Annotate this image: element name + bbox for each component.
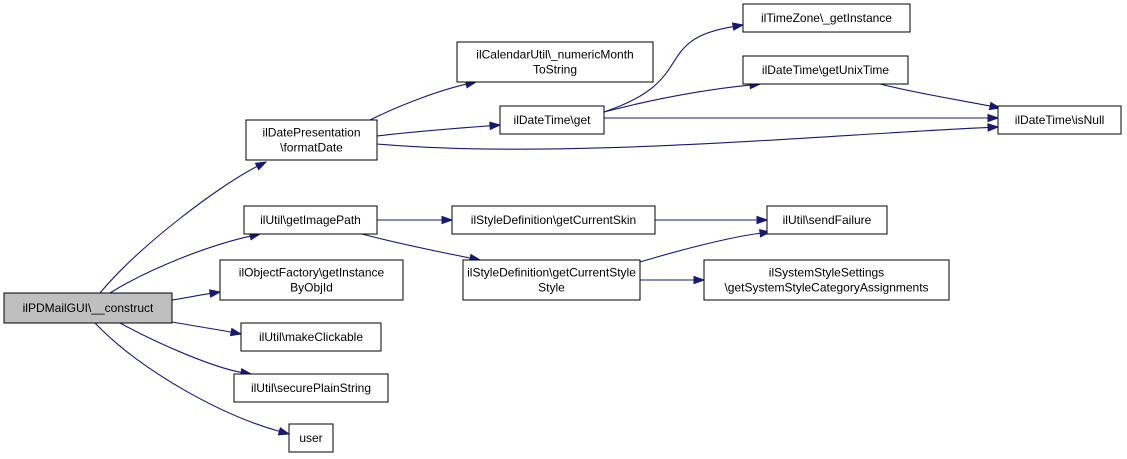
node-label: user xyxy=(299,431,322,445)
node-getUnixTime[interactable]: ilDateTime\getUnixTime xyxy=(742,55,909,85)
arrow-head-icon xyxy=(756,215,769,225)
arrow-head-icon xyxy=(988,101,1002,111)
node-label: ilPDMailGUI\__construct xyxy=(23,301,154,315)
node-box xyxy=(456,41,654,83)
node-box xyxy=(742,55,909,85)
node-label: \getSystemStyleCategoryAssignments xyxy=(724,281,928,295)
arrow-head-icon xyxy=(731,22,745,31)
node-box xyxy=(3,292,173,324)
edge-getCurrentSkin-to-sendFailure xyxy=(655,215,769,225)
node-label: ToString xyxy=(533,63,577,77)
arrow-head-icon xyxy=(693,275,706,285)
node-user[interactable]: user xyxy=(288,423,334,453)
arrow-head-icon xyxy=(987,113,1000,123)
edge-line xyxy=(879,83,992,107)
edge-line xyxy=(603,84,752,113)
edge-line xyxy=(376,125,492,137)
node-getImagePath[interactable]: ilUtil\getImagePath xyxy=(243,205,378,235)
node-label: ilSystemStyleSettings xyxy=(769,266,884,280)
edge-formatDate-to-numericMonth xyxy=(369,80,478,121)
node-construct[interactable]: ilPDMailGUI\__construct xyxy=(3,292,173,324)
arrow-head-icon xyxy=(277,427,291,436)
edge-line xyxy=(171,321,233,333)
node-box xyxy=(703,259,950,301)
edge-dtGet-to-getUnixTime xyxy=(603,80,762,113)
node-label: ilUtil\sendFailure xyxy=(783,213,872,227)
edge-formatDate-to-dtGet xyxy=(376,121,502,137)
node-label: \formatDate xyxy=(280,141,343,155)
edge-getImagePath-to-getCurrentSkin xyxy=(377,215,454,225)
edge-line xyxy=(603,25,735,113)
node-label: ilStyleDefinition\getCurrentStyle xyxy=(467,266,636,280)
node-label: ilDatePresentation xyxy=(262,126,360,140)
node-label: ilDateTime\get xyxy=(514,113,592,127)
node-box xyxy=(245,119,378,161)
node-box xyxy=(243,205,378,235)
edge-line xyxy=(361,233,472,259)
arrow-head-icon xyxy=(987,123,1000,132)
node-box xyxy=(462,259,641,301)
node-label: ilUtil\securePlainString xyxy=(251,381,371,395)
node-box xyxy=(219,259,404,301)
node-label: ilUtil\getImagePath xyxy=(260,213,361,227)
node-box xyxy=(499,105,605,135)
node-tzGetInstance[interactable]: ilTimeZone\_getInstance xyxy=(742,3,911,33)
edge-construct-to-formatDate xyxy=(99,161,268,294)
edge-construct-to-getInstanceByObjId xyxy=(171,289,222,301)
arrow-head-icon xyxy=(254,161,268,171)
edge-line xyxy=(119,322,243,374)
arrow-head-icon xyxy=(208,289,222,298)
arrow-head-icon xyxy=(441,215,454,225)
nodes-layer: ilPDMailGUI\__construct ilDatePresentatio… xyxy=(3,3,1122,453)
edge-line xyxy=(369,83,468,121)
node-label: ilTimeZone\_getInstance xyxy=(761,11,892,25)
node-getCurrentSkin[interactable]: ilStyleDefinition\getCurrentSkin xyxy=(451,205,656,235)
node-box xyxy=(233,373,389,403)
edge-line xyxy=(109,235,252,294)
edge-line xyxy=(639,232,762,263)
node-label: ByObjId xyxy=(290,281,333,295)
edge-line xyxy=(94,322,281,433)
node-label: ilCalendarUtil\_numericMonth xyxy=(476,48,633,62)
edge-line xyxy=(171,292,212,301)
node-label: ilDateTime\isNull xyxy=(1015,113,1105,127)
node-label: ilDateTime\getUnixTime xyxy=(762,63,889,77)
edge-dtGet-to-tzGetInstance xyxy=(603,22,745,113)
edges-layer xyxy=(94,22,1002,436)
node-sysStyle[interactable]: ilSystemStyleSettings\getSystemStyleCate… xyxy=(703,259,950,301)
edge-construct-to-makeClickable xyxy=(171,321,243,337)
node-formatDate[interactable]: ilDatePresentation\formatDate xyxy=(245,119,378,161)
edge-formatDate-to-isNull xyxy=(376,123,1000,150)
arrow-head-icon xyxy=(489,121,502,131)
node-box xyxy=(742,3,911,33)
arrow-head-icon xyxy=(229,327,243,337)
edge-getCurrentStyle-to-sendFailure xyxy=(639,229,772,263)
node-box xyxy=(766,205,888,235)
node-label: ilUtil\makeClickable xyxy=(259,330,363,344)
node-securePlainString[interactable]: ilUtil\securePlainString xyxy=(233,373,389,403)
node-label: ilObjectFactory\getInstance xyxy=(239,266,385,280)
node-makeClickable[interactable]: ilUtil\makeClickable xyxy=(240,322,382,352)
edge-line xyxy=(99,165,259,294)
node-label: ilStyleDefinition\getCurrentSkin xyxy=(471,213,636,227)
node-box xyxy=(997,105,1122,135)
node-isNull[interactable]: ilDateTime\isNull xyxy=(997,105,1122,135)
edge-construct-to-user xyxy=(94,322,291,436)
edge-getImagePath-to-getCurrentStyle xyxy=(361,233,482,263)
edge-line xyxy=(376,126,990,150)
edge-getUnixTime-to-isNull xyxy=(879,83,1002,111)
node-box xyxy=(240,322,382,352)
node-box xyxy=(451,205,656,235)
node-label: Style xyxy=(538,281,565,295)
edge-dtGet-to-isNull xyxy=(604,113,1000,123)
edge-getCurrentStyle-to-sysStyle xyxy=(640,275,706,285)
node-sendFailure[interactable]: ilUtil\sendFailure xyxy=(766,205,888,235)
node-box xyxy=(288,423,334,453)
node-dtGet[interactable]: ilDateTime\get xyxy=(499,105,605,135)
